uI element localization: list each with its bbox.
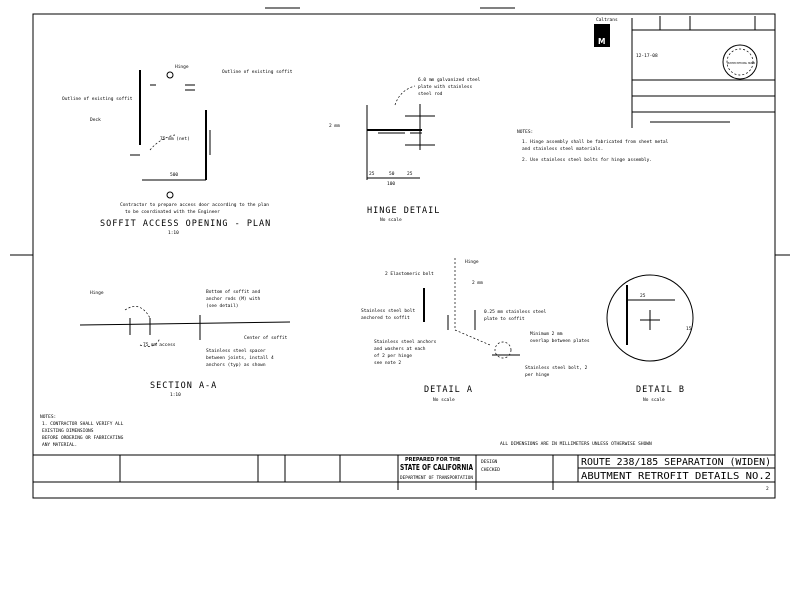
state-name: STATE OF CALIFORNIA bbox=[400, 463, 473, 472]
label: 2 mm bbox=[472, 280, 483, 286]
label: Bottom of soffit and bbox=[206, 289, 260, 295]
label: 500 bbox=[170, 172, 178, 178]
label: Outline of existing soffit bbox=[62, 96, 133, 102]
label: Contractor to prepare access door accord… bbox=[120, 202, 269, 208]
label: Deck bbox=[90, 117, 101, 123]
label: between joints, install 4 bbox=[206, 355, 274, 361]
label: 25 bbox=[369, 171, 375, 177]
label: overlap between plates bbox=[530, 338, 590, 344]
detail-a: Hinge 2 Elastomeric bolt 2 mm Stainless … bbox=[361, 258, 590, 403]
view-title: DETAIL B bbox=[636, 385, 685, 395]
label: Hinge bbox=[465, 259, 479, 265]
label: 25 bbox=[407, 171, 413, 177]
note-item: 2. Use stainless steel bolts for hinge a… bbox=[522, 157, 652, 163]
seal-text: REGISTERED PROFESSIONAL ENGINEER bbox=[727, 61, 755, 65]
view-scale: No scale bbox=[643, 397, 665, 403]
label: plate to soffit bbox=[484, 316, 525, 322]
label: Stainless steel bolt bbox=[361, 308, 415, 314]
note-item: 1. Hinge assembly shall be fabricated fr… bbox=[522, 139, 669, 145]
label: Hinge bbox=[175, 64, 189, 70]
view-scale: 1:10 bbox=[168, 230, 179, 236]
general-note-line: 1. CONTRACTOR SHALL VERIFY ALL bbox=[42, 421, 124, 427]
general-note-line: BEFORE ORDERING OR FABRICATING bbox=[42, 435, 124, 441]
general-notes: NOTES: 1. CONTRACTOR SHALL VERIFY ALL EX… bbox=[40, 414, 652, 448]
view-title: SECTION A-A bbox=[150, 381, 217, 391]
view-scale: 1:10 bbox=[170, 392, 181, 398]
view-title: DETAIL A bbox=[424, 385, 473, 395]
view-title: HINGE DETAIL bbox=[367, 206, 440, 216]
label: 100 bbox=[387, 181, 395, 187]
designed-by: DESIGN bbox=[481, 459, 498, 465]
label: 2 Elastomeric bolt bbox=[385, 271, 434, 277]
label: plate with stainless bbox=[418, 84, 472, 90]
label: anchor rods (M) with bbox=[206, 296, 260, 302]
general-note-line: EXISTING DIMENSIONS bbox=[42, 428, 94, 434]
label: 6.0 mm galvanized steel bbox=[418, 77, 481, 83]
notes: NOTES: 1. Hinge assembly shall be fabric… bbox=[517, 129, 669, 163]
label: of 2 per hinge bbox=[374, 353, 412, 359]
stamp-date: 12-17-08 bbox=[636, 53, 658, 59]
general-note-line: ANY MATERIAL. bbox=[42, 442, 77, 448]
label: anchors (typ) as shown bbox=[206, 362, 266, 368]
sheet-number: 2 bbox=[766, 486, 769, 492]
bridge-name: ROUTE 238/185 SEPARATION (WIDEN) bbox=[581, 457, 771, 468]
logo-letter: M bbox=[598, 37, 605, 46]
label: Stainless steel anchors bbox=[374, 339, 437, 345]
prepared-for: PREPARED FOR THE bbox=[405, 457, 461, 463]
approval-stamp-block: M Caltrans 12-17-08 REGISTERED PROFESSIO… bbox=[594, 16, 775, 128]
label: see note 2 bbox=[374, 360, 401, 366]
label: to be coordinated with the Engineer bbox=[125, 209, 220, 215]
label: Outline of existing soffit bbox=[222, 69, 293, 75]
caltrans-logo bbox=[594, 24, 610, 47]
label: 15 bbox=[686, 326, 692, 332]
title-block: DESIGN CHECKED PREPARED FOR THE STATE OF… bbox=[33, 454, 775, 492]
sheet-border bbox=[10, 7, 790, 499]
hinge-detail: 6.0 mm galvanized steel plate with stain… bbox=[329, 77, 481, 223]
note-item: and stainless steel materials. bbox=[522, 146, 603, 152]
label: and washers at each bbox=[374, 346, 426, 352]
label: Stainless steel bolt, 2 bbox=[525, 365, 588, 371]
section-a-a: Hinge Bottom of soffit and anchor rods (… bbox=[79, 289, 291, 398]
label: 25 bbox=[640, 293, 646, 299]
label: Center of soffit bbox=[244, 335, 288, 341]
logo-text: Caltrans bbox=[596, 17, 618, 23]
label: per hinge bbox=[525, 372, 550, 378]
label: anchored to soffit bbox=[361, 315, 410, 321]
checked-by: CHECKED bbox=[481, 467, 500, 473]
label: 75 mm (net) bbox=[160, 136, 190, 142]
soffit-access-opening-plan: Hinge Outline of existing soffit Outline… bbox=[62, 64, 293, 236]
label: (see detail) bbox=[206, 303, 239, 309]
label: 50 bbox=[389, 171, 395, 177]
view-scale: No scale bbox=[433, 397, 455, 403]
label: Minimum 2 mm bbox=[530, 331, 563, 337]
label: steel rod bbox=[418, 91, 443, 97]
label: 75 mm access bbox=[143, 342, 176, 348]
view-scale: No scale bbox=[380, 217, 402, 223]
department-name: DEPARTMENT OF TRANSPORTATION bbox=[400, 475, 473, 481]
sheet-title: ABUTMENT RETROFIT DETAILS NO.2 bbox=[581, 471, 771, 482]
revision-note: ALL DIMENSIONS ARE IN MILLIMETERS UNLESS… bbox=[500, 441, 652, 447]
label: 2 mm bbox=[329, 123, 340, 129]
label: Hinge bbox=[90, 290, 104, 296]
notes-heading: NOTES: bbox=[517, 129, 533, 135]
label: 0.25 mm stainless steel bbox=[484, 309, 547, 315]
view-title: SOFFIT ACCESS OPENING - PLAN bbox=[100, 219, 271, 229]
detail-b: 25 15 DETAIL B No scale bbox=[606, 274, 694, 403]
general-notes-heading: NOTES: bbox=[40, 414, 56, 420]
label: Stainless steel spacer bbox=[206, 348, 266, 354]
